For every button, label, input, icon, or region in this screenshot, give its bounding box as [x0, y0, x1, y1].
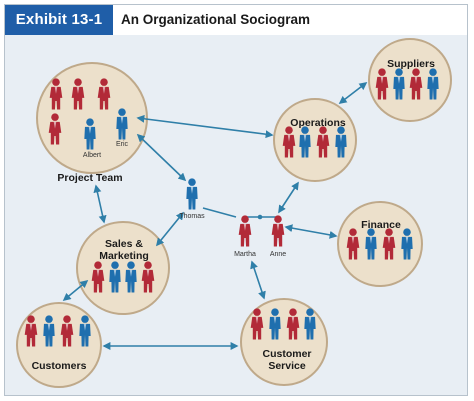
project-team-person-4 — [84, 118, 96, 150]
project-team-label: Project Team — [57, 172, 122, 184]
exhibit-header: Exhibit 13-1 An Organizational Sociogram — [5, 5, 467, 35]
sales-marketing-person-4 — [141, 261, 155, 293]
arrow-anne-finance — [284, 224, 338, 239]
customers-person-3 — [60, 315, 74, 347]
project-team-person-1 — [49, 78, 63, 110]
finance-person-1 — [346, 228, 360, 260]
project-team-person-3 — [97, 78, 111, 110]
customer-service-label-line2: Service — [268, 360, 306, 372]
customer-service-person-4 — [304, 308, 316, 340]
operations-label: Operations — [290, 117, 346, 129]
operations-person-4 — [335, 126, 347, 158]
customers-person-1 — [24, 315, 38, 347]
project-team-person-6 — [48, 113, 62, 145]
arrow-thomas-martha — [202, 207, 237, 218]
sales-marketing-circle — [76, 221, 170, 315]
anne-name: Anne — [270, 251, 286, 258]
people-layer — [24, 68, 439, 347]
customers-label: Customers — [32, 360, 87, 372]
arrow-projectteam-sales — [93, 184, 107, 224]
sales-marketing-person-2 — [109, 261, 121, 293]
customer-service-label-line1: Customer — [262, 348, 311, 360]
operations-person-2 — [299, 126, 311, 158]
operations-person-3 — [316, 126, 330, 158]
anne-person — [271, 215, 285, 247]
exhibit-label: Exhibit 13-1 — [5, 5, 113, 35]
arrow-projectteam-operations — [136, 114, 274, 139]
martha-name: Martha — [234, 251, 256, 258]
albert-name: Albert — [83, 152, 101, 159]
arrow-anne-operations — [278, 181, 299, 214]
martha-person — [238, 215, 252, 247]
finance-person-3 — [382, 228, 396, 260]
project-team-person-2 — [71, 78, 85, 110]
sales-marketing-label-line1: Sales & — [105, 238, 143, 250]
suppliers-circle — [368, 38, 452, 122]
customer-service-person-2 — [269, 308, 281, 340]
thomas-name: Thomas — [179, 213, 205, 220]
sales-marketing-person-1 — [91, 261, 105, 293]
customers-person-2 — [43, 315, 55, 347]
finance-person-2 — [365, 228, 377, 260]
martha-anne-link-dot — [257, 214, 263, 220]
arrow-eric-thomas — [136, 133, 187, 182]
arrow-martha-customerservice — [250, 260, 266, 300]
thomas-person — [186, 178, 198, 210]
operations-person-1 — [282, 126, 296, 158]
suppliers-person-1 — [375, 68, 389, 100]
customer-service-person-1 — [250, 308, 264, 340]
sales-marketing-label-line2: Marketing — [99, 250, 149, 262]
eric-name: Eric — [116, 141, 129, 148]
arrow-thomas-sales — [155, 211, 185, 247]
arrow-sales-customers — [62, 279, 89, 302]
arrow-operations-suppliers — [338, 82, 368, 104]
project-team-person-5 — [116, 108, 128, 140]
suppliers-label: Suppliers — [387, 58, 435, 70]
operations-circle — [273, 98, 357, 182]
finance-person-4 — [401, 228, 413, 260]
finance-label: Finance — [361, 219, 401, 231]
customer-service-person-3 — [286, 308, 300, 340]
sales-marketing-person-3 — [125, 261, 137, 293]
suppliers-person-4 — [427, 68, 439, 100]
customers-person-4 — [79, 315, 91, 347]
suppliers-person-3 — [409, 68, 423, 100]
exhibit-title: An Organizational Sociogram — [121, 12, 311, 27]
finance-circle — [337, 201, 423, 287]
suppliers-person-2 — [393, 68, 405, 100]
